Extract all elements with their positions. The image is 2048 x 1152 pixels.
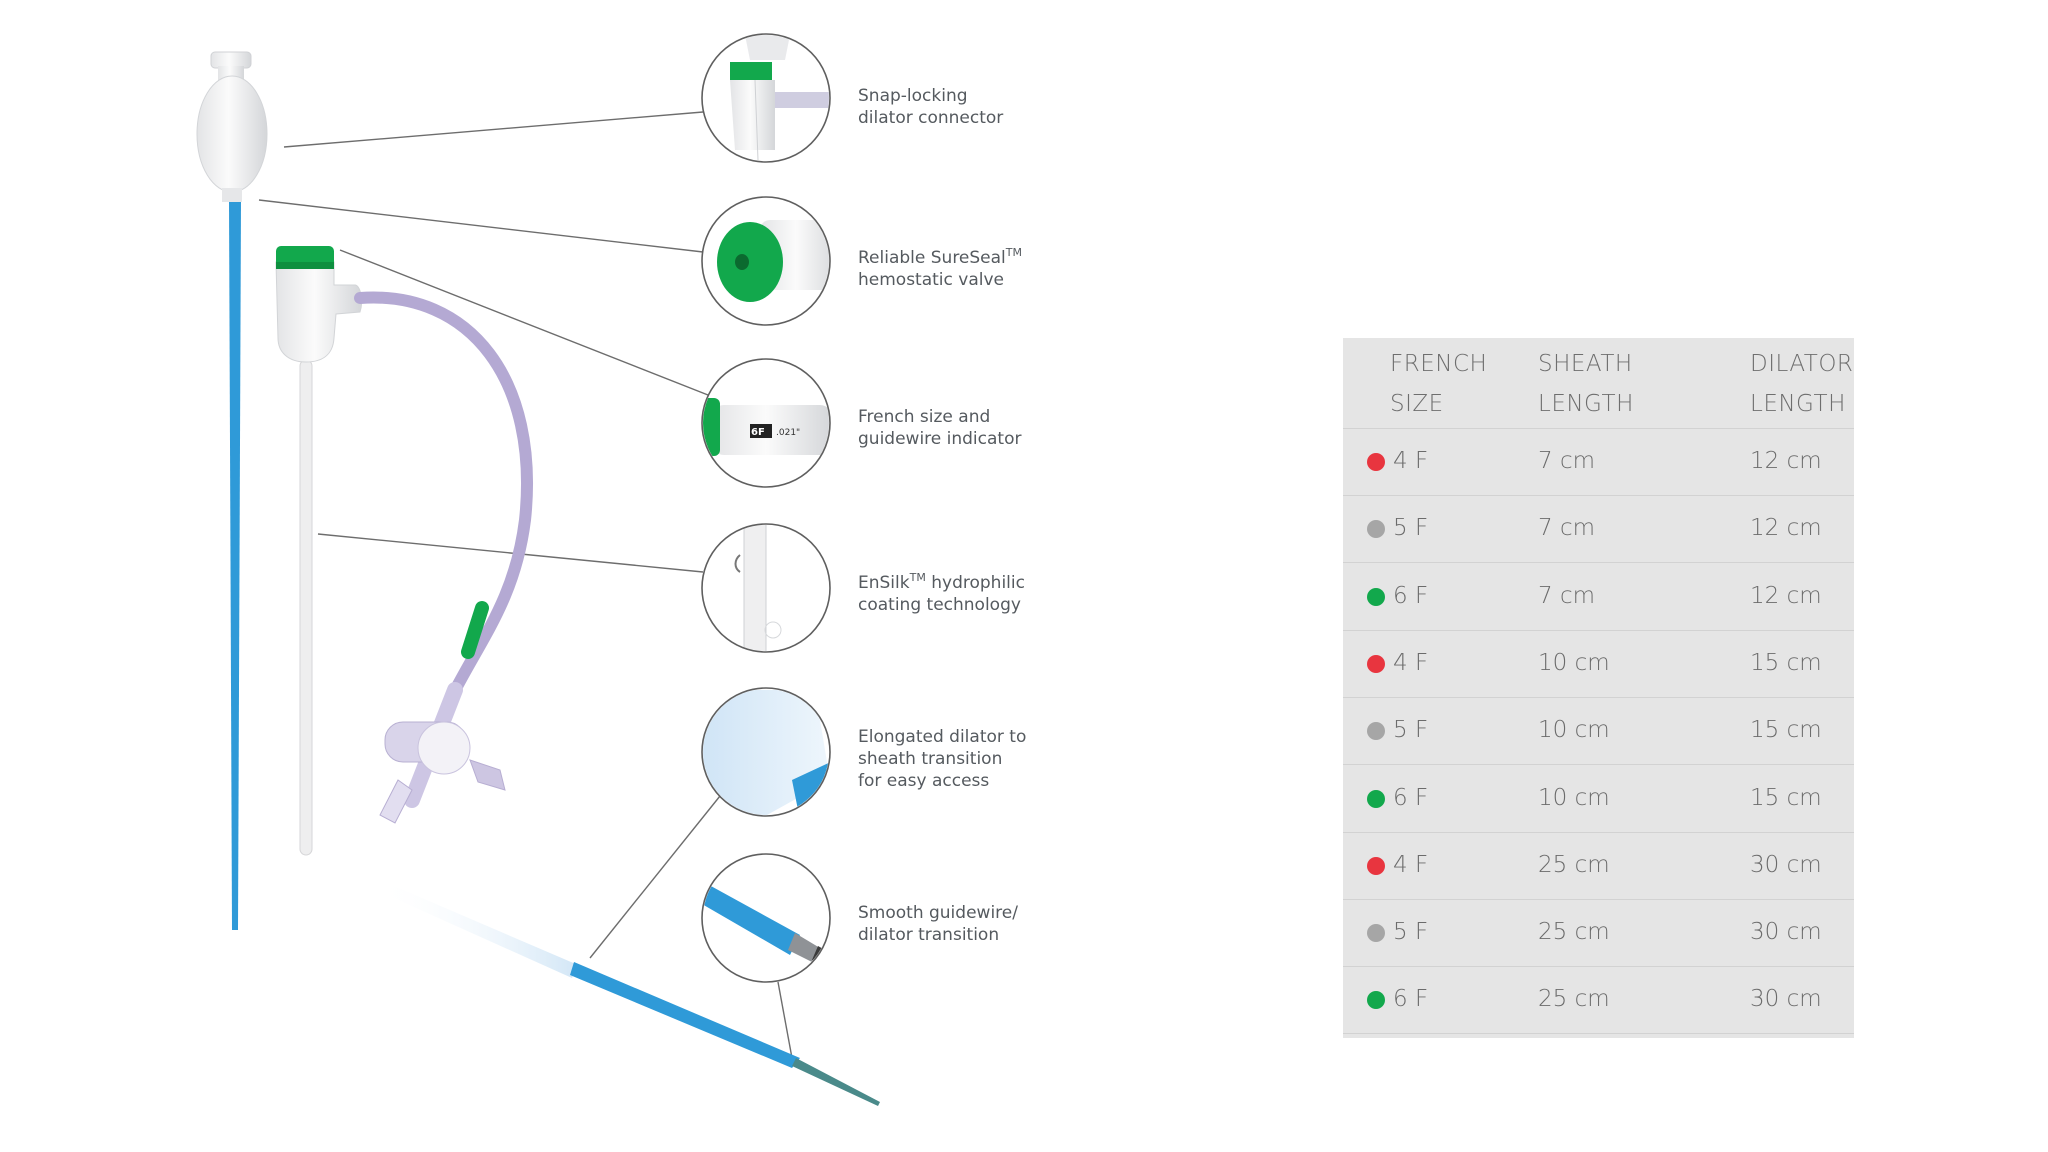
table-row: 6 F 10 cm 15 cm bbox=[1343, 765, 1854, 833]
color-dot bbox=[1367, 654, 1385, 673]
table-row: 4 F 7 cm 12 cm bbox=[1343, 428, 1854, 496]
callout-guidewire-transition: Smooth guidewire/ dilator transition bbox=[858, 903, 1018, 945]
dilator-length-cell: 30 cm bbox=[1750, 986, 1822, 1013]
callout-circle-valve bbox=[701, 196, 831, 326]
leader-line bbox=[589, 795, 721, 959]
dilator-length-cell: 12 cm bbox=[1750, 582, 1822, 609]
callout-circle-size-indicator: 6F .021" bbox=[701, 358, 831, 488]
callout-ensilk: EnSilkTM hydrophilic coating technology bbox=[858, 571, 1025, 615]
callout-circle-coating bbox=[701, 523, 831, 653]
leader-line bbox=[258, 199, 704, 253]
french-size-cell: 4 F bbox=[1393, 448, 1429, 474]
french-size-cell: 5 F bbox=[1393, 717, 1429, 744]
sheath-length-cell: 7 cm bbox=[1538, 448, 1595, 474]
leader-lines bbox=[258, 111, 793, 1059]
color-dot bbox=[1367, 991, 1385, 1010]
table-row: 6 F 25 cm 30 cm bbox=[1343, 966, 1854, 1035]
callout-french-size: French size and guidewire indicator bbox=[858, 407, 1022, 449]
callout-elongated-dilator: Elongated dilator to sheath transition f… bbox=[858, 727, 1027, 791]
color-dot bbox=[1367, 789, 1385, 808]
callout-circle-connector bbox=[701, 33, 831, 163]
leader-line bbox=[339, 249, 709, 396]
color-dot bbox=[1367, 587, 1385, 606]
dilator-length-cell: 15 cm bbox=[1750, 717, 1822, 744]
color-dot bbox=[1367, 520, 1385, 539]
sheath-length-cell: 7 cm bbox=[1538, 515, 1595, 542]
color-dot bbox=[1367, 453, 1385, 471]
sheath-length-cell: 10 cm bbox=[1538, 784, 1610, 811]
sheath-length-cell: 10 cm bbox=[1538, 649, 1610, 676]
dilator-length-cell: 12 cm bbox=[1750, 448, 1822, 474]
dilator-length-cell: 15 cm bbox=[1750, 649, 1822, 676]
french-size-cell: 5 F bbox=[1393, 515, 1429, 542]
leader-line bbox=[777, 981, 793, 1059]
french-size-cell: 6 F bbox=[1393, 986, 1429, 1013]
table-row: 6 F 7 cm 12 cm bbox=[1343, 563, 1854, 631]
french-size-cell: 4 F bbox=[1393, 649, 1429, 676]
dilator-length-cell: 12 cm bbox=[1750, 515, 1822, 542]
dilator-length-cell: 30 cm bbox=[1750, 851, 1822, 878]
dilator-length-cell: 15 cm bbox=[1750, 784, 1822, 811]
dilator bbox=[196, 51, 268, 930]
callout-snap-locking: Snap-locking dilator connector bbox=[858, 86, 1004, 128]
french-size-cell: 5 F bbox=[1393, 919, 1429, 946]
table-row: 5 F 7 cm 12 cm bbox=[1343, 495, 1854, 564]
french-size-cell: 4 F bbox=[1393, 851, 1429, 878]
color-dot bbox=[1367, 856, 1385, 875]
table-row: 5 F 25 cm 30 cm bbox=[1343, 899, 1854, 968]
side-port-tubing bbox=[354, 291, 533, 824]
sheath-length-cell: 10 cm bbox=[1538, 717, 1610, 744]
leader-line bbox=[283, 111, 704, 148]
table-row: 4 F 10 cm 15 cm bbox=[1343, 630, 1854, 698]
size-indicator-text: 6F bbox=[751, 427, 765, 438]
sheath-length-cell: 25 cm bbox=[1538, 851, 1610, 878]
leader-line bbox=[317, 533, 704, 573]
dilator-length-cell: 30 cm bbox=[1750, 919, 1822, 946]
sheath-length-cell: 25 cm bbox=[1538, 986, 1610, 1013]
french-size-cell: 6 F bbox=[1393, 784, 1429, 811]
color-dot bbox=[1367, 924, 1385, 943]
dilator-tip bbox=[376, 880, 880, 1106]
wire-indicator-text: .021" bbox=[776, 428, 800, 438]
sheath-length-cell: 7 cm bbox=[1538, 582, 1595, 609]
french-size-cell: 6 F bbox=[1393, 582, 1429, 609]
callout-circle-transition bbox=[701, 687, 831, 817]
table-row: 4 F 25 cm 30 cm bbox=[1343, 832, 1854, 900]
color-dot bbox=[1367, 722, 1385, 741]
table-row: 5 F 10 cm 15 cm bbox=[1343, 697, 1854, 766]
sheath-length-cell: 25 cm bbox=[1538, 919, 1610, 946]
callout-circle-guidewire bbox=[701, 853, 831, 983]
callout-sureseal: Reliable SureSealTM hemostatic valve bbox=[858, 246, 1022, 290]
sheath bbox=[275, 246, 363, 856]
